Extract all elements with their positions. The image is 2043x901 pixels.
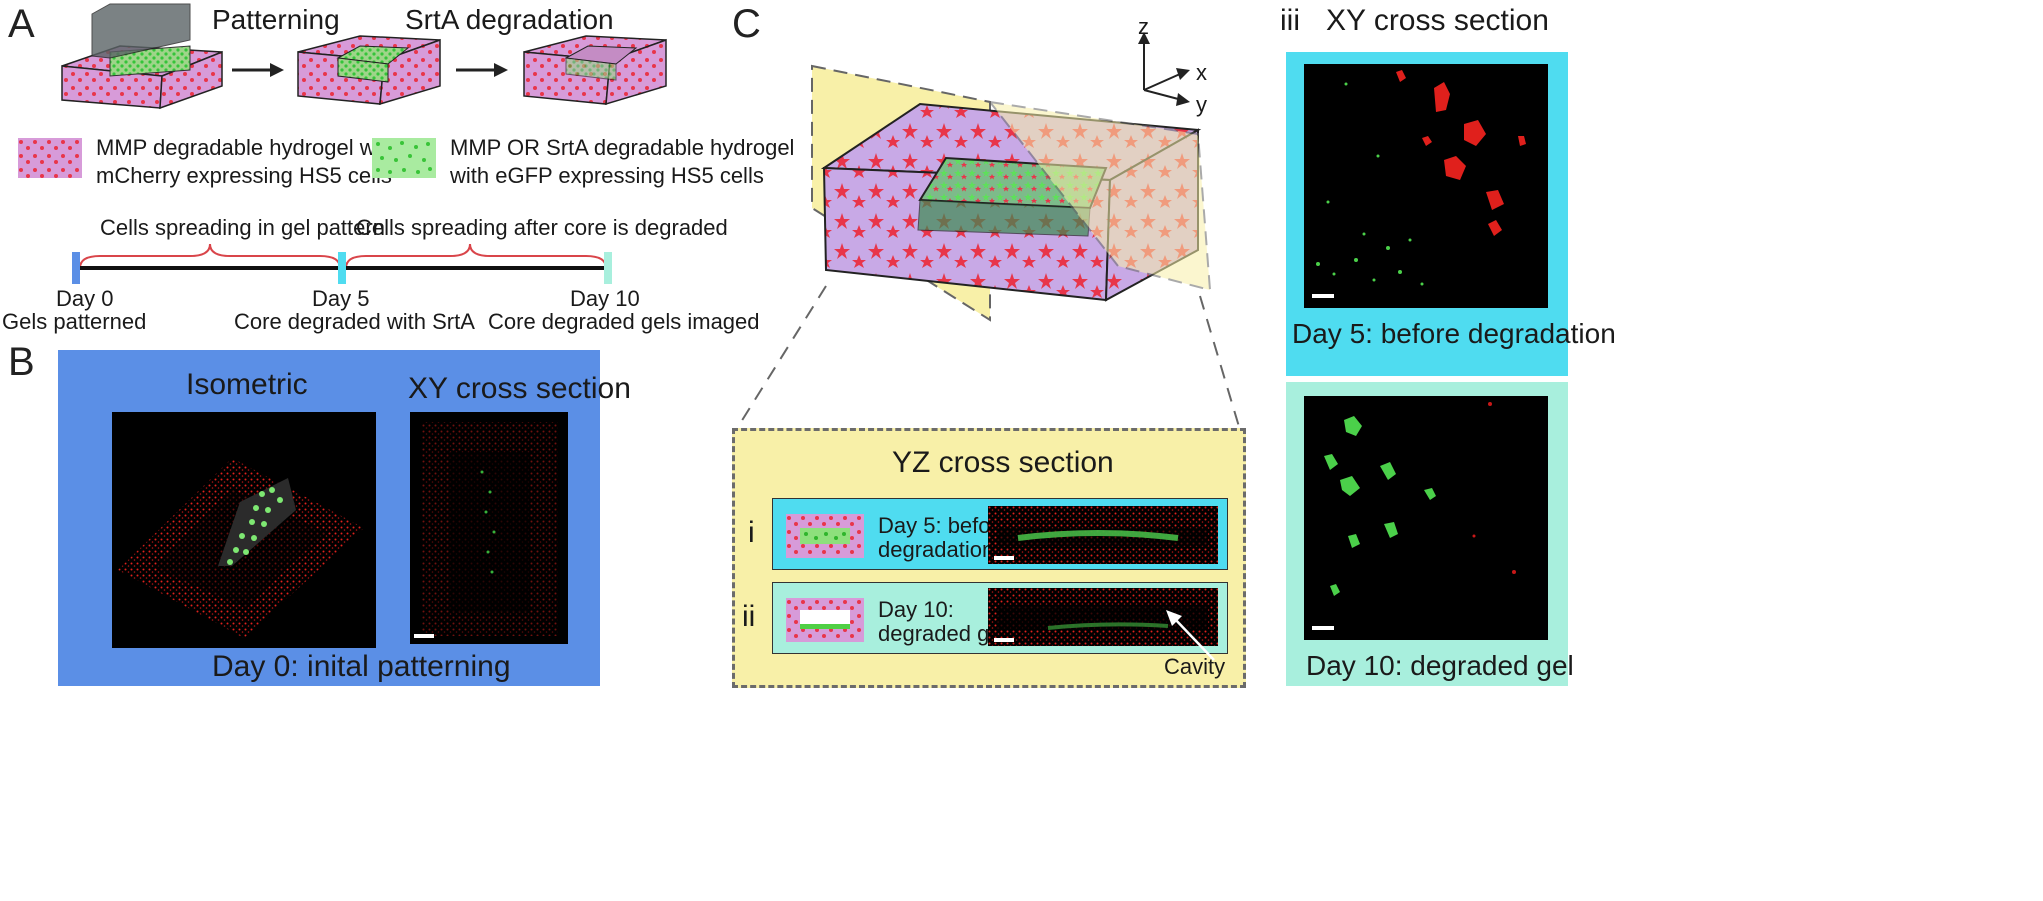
gel-block-patterning (61, 3, 223, 110)
gel-block-patterned (297, 35, 441, 106)
row-i-schematic (786, 514, 864, 558)
row-ii-label-line2: degraded gel (878, 621, 1007, 646)
axes-gizmo (1138, 32, 1190, 106)
panel-letter-b: B (8, 340, 35, 384)
gel-3d-schematic (735, 64, 1241, 431)
row-ii-schematic (786, 598, 864, 642)
timeline (72, 243, 612, 284)
panel-iii-numeral: iii (1280, 4, 1300, 37)
step-srta-label: SrtA degradation (405, 4, 614, 35)
xy-micrograph-day10 (1304, 396, 1548, 640)
cavity-label: Cavity (1164, 654, 1226, 679)
iii-top-caption: Day 5: before degradation (1292, 318, 1616, 349)
timeline-day0-desc: Gels patterned (2, 309, 147, 334)
scale-bar (994, 556, 1014, 560)
scale-bar (994, 638, 1014, 642)
xy-cross-section-title-b: XY cross section (408, 372, 631, 405)
legend-green-line1: MMP OR SrtA degradable hydrogel (450, 135, 795, 160)
panel-letter-c: C (732, 2, 761, 46)
scale-bar (414, 634, 434, 638)
timeline-day0: Day 0 (56, 286, 114, 311)
legend-green-text: MMP OR SrtA degradable hydrogel with eGF… (450, 134, 794, 190)
brace-label-2: Cells spreading after core is degraded (356, 215, 728, 240)
legend-green-swatch (372, 138, 436, 178)
scale-bar (1312, 626, 1334, 630)
cavity-arrow (1166, 610, 1215, 661)
axis-z-label: z (1138, 14, 1149, 39)
panel-letter-a: A (8, 2, 35, 46)
row-i-label-line2: degradation (878, 537, 995, 562)
axis-x-label: x (1196, 60, 1207, 85)
step-patterning-label: Patterning (212, 4, 340, 35)
gel-schematic-sequence (61, 3, 667, 110)
xy-micrograph-day0 (410, 412, 568, 644)
yz-micrograph-day5 (988, 506, 1218, 564)
timeline-day5: Day 5 (312, 286, 370, 311)
gel-block-degraded (523, 35, 667, 106)
panel-b-caption: Day 0: inital patterning (212, 650, 511, 683)
legend-pink-line2: mCherry expressing HS5 cells (96, 163, 392, 188)
timeline-day10-desc: Core degraded gels imaged (488, 309, 760, 334)
row-ii-label-line1: Day 10: (878, 597, 954, 622)
legend-pink-line1: MMP degradable hydrogel with (96, 135, 399, 160)
isometric-title: Isometric (186, 368, 308, 401)
row-i-number: i (748, 516, 755, 549)
scale-bar (1312, 294, 1334, 298)
legend-pink-swatch (18, 138, 82, 178)
yz-title: YZ cross section (892, 446, 1114, 479)
brace-label-1: Cells spreading in gel pattern (100, 215, 385, 240)
timeline-day5-desc: Core degraded with SrtA (234, 309, 475, 334)
axis-y-label: y (1196, 92, 1207, 117)
panel-iii-title: XY cross section (1326, 4, 1549, 37)
timeline-day10: Day 10 (570, 286, 640, 311)
row-ii-label: Day 10: degraded gel (878, 598, 1006, 646)
row-ii-number: ii (742, 600, 756, 633)
legend-green-line2: with eGFP expressing HS5 cells (450, 163, 764, 188)
xy-micrograph-day5 (1304, 64, 1548, 308)
legend-pink-text: MMP degradable hydrogel with mCherry exp… (96, 134, 399, 190)
iii-bottom-caption: Day 10: degraded gel (1306, 650, 1574, 681)
isometric-micrograph (112, 412, 376, 648)
